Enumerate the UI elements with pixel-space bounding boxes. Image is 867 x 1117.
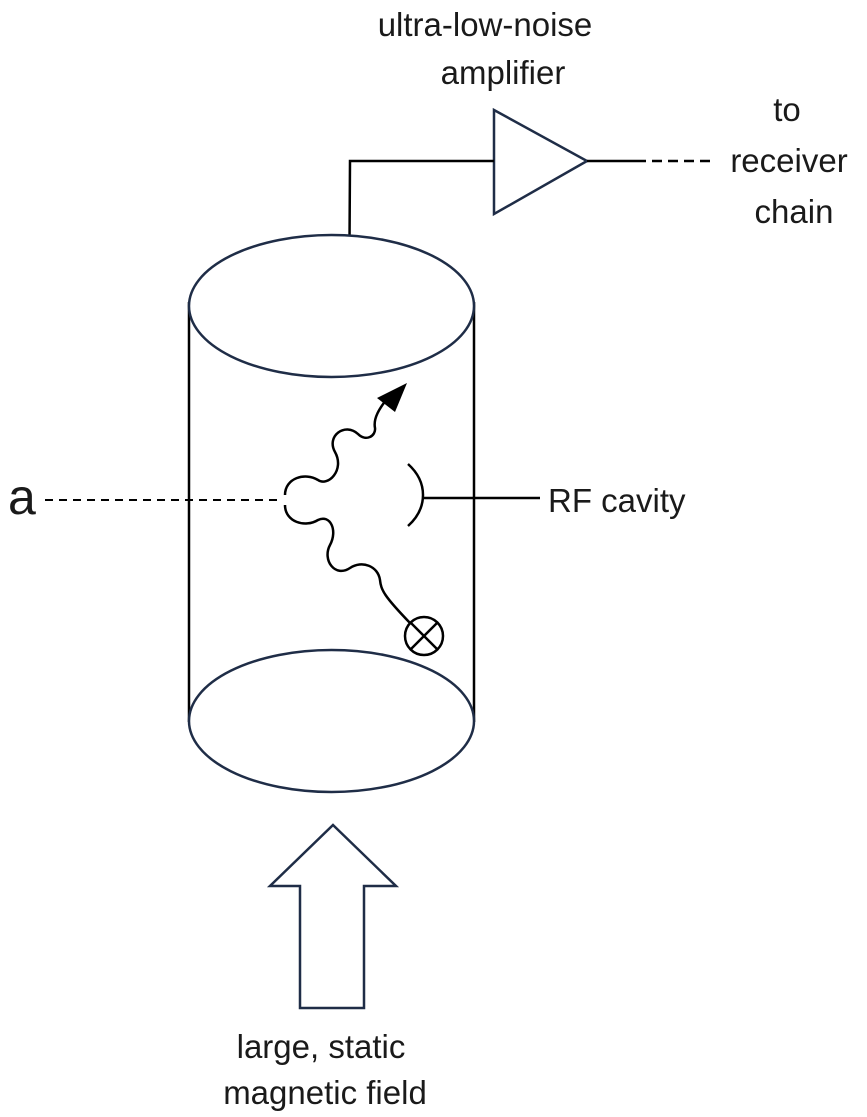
cavity-bottom-ellipse <box>187 648 476 794</box>
field-into-page-icon <box>403 615 445 657</box>
cavity-resonance-mark <box>407 463 425 527</box>
photon-wavy-line <box>283 399 388 496</box>
field-photon-wavy-line <box>283 504 411 624</box>
amplifier-label-line2: amplifier <box>441 54 566 91</box>
field-label-line2: magnetic field <box>223 1074 427 1111</box>
receiver-label-line1: to <box>773 91 801 128</box>
field-label-line1: large, static <box>237 1028 406 1065</box>
cavity-top-ellipse <box>187 233 476 379</box>
receiver-label-line3: chain <box>755 193 834 230</box>
amplifier-triangle <box>492 107 590 217</box>
photon-arrowhead-icon <box>377 383 407 412</box>
magnetic-field-arrow <box>266 823 400 1010</box>
cavity-label: RF cavity <box>548 482 686 519</box>
axion-label: a <box>8 469 36 525</box>
receiver-label-line2: receiver <box>730 142 847 179</box>
amplifier-label-line1: ultra-low-noise <box>378 6 593 43</box>
